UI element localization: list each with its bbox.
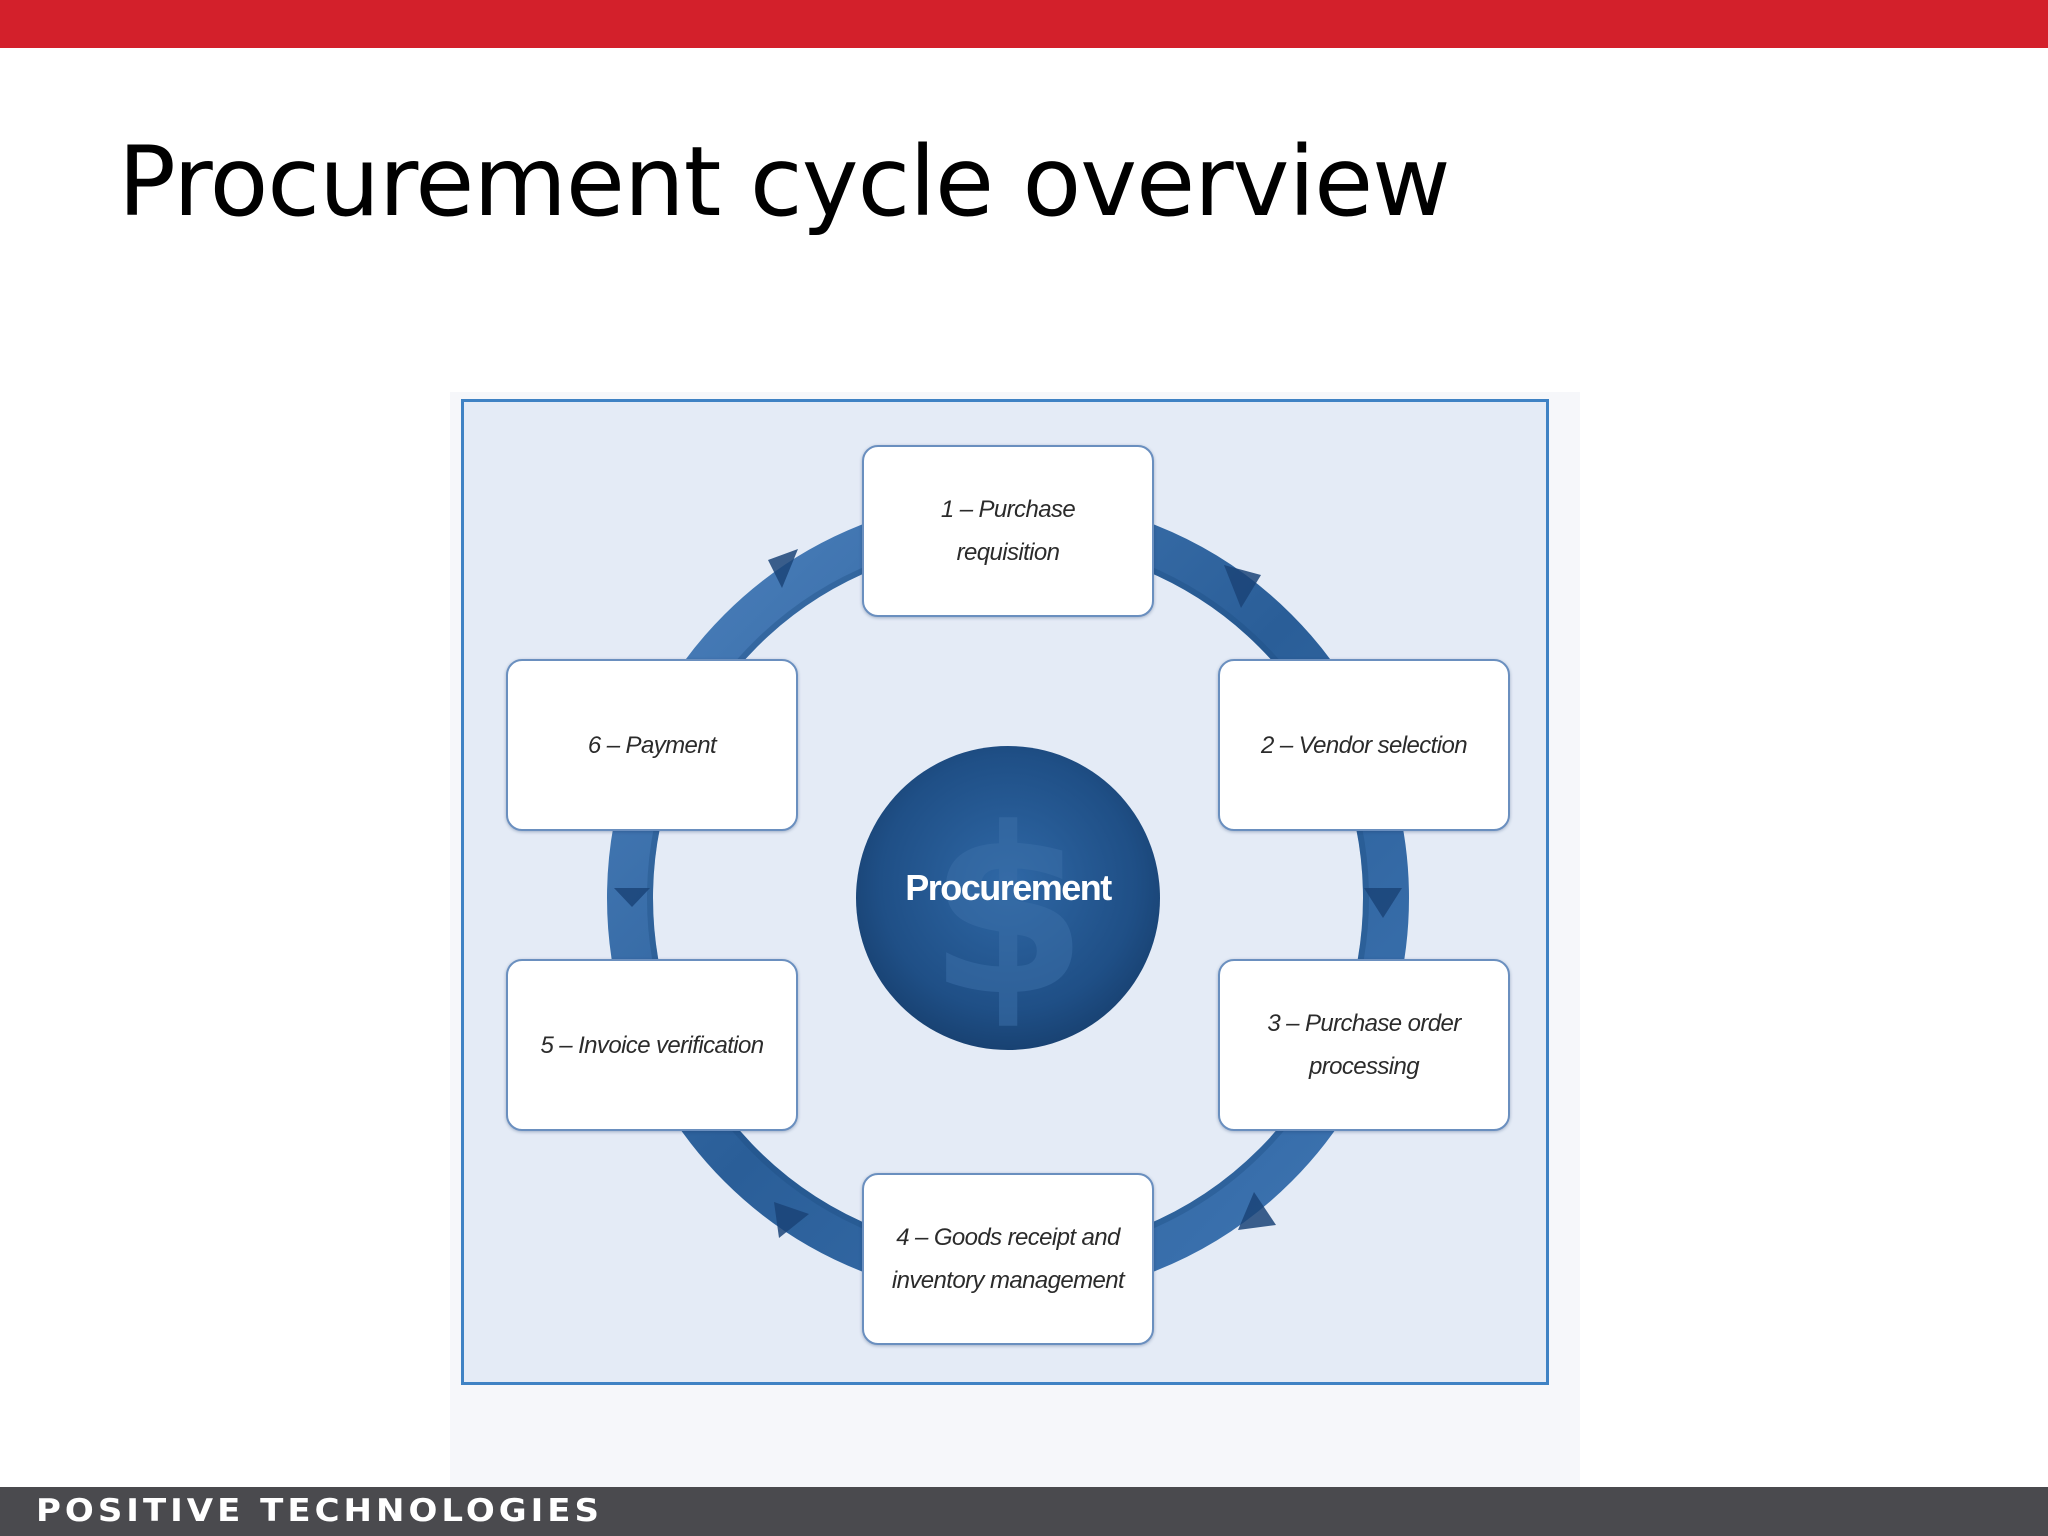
arrow-marker [1224,565,1261,608]
arrow-marker [768,549,798,588]
step-invoice-verification: 5 – Invoice verification [506,959,798,1131]
step-label: 2 – Vendor selection [1261,731,1468,759]
step-payment: 6 – Payment [506,659,798,831]
footer-bar: POSITIVE TECHNOLOGIES [0,1487,2048,1536]
dollar-sign-icon: $ [928,780,1088,1047]
arrow-marker [614,888,650,907]
top-accent-bar [0,0,2048,48]
procurement-cycle-diagram: $ Procurement 1 – Purchase requisition 2… [461,399,1549,1385]
slide-title: Procurement cycle overview [118,126,1451,238]
arrow-marker [1238,1192,1276,1230]
step-goods-receipt: 4 – Goods receipt and inventory manageme… [862,1173,1154,1345]
arrow-marker [774,1202,809,1238]
arrow-marker [1364,888,1402,918]
step-label: 1 – Purchase requisition [940,496,1076,566]
step-label: 3 – Purchase order processing [1267,1010,1461,1080]
brand-logo-text: POSITIVE TECHNOLOGIES [36,1492,603,1530]
step-purchase-requisition: 1 – Purchase requisition [862,445,1154,617]
step-label: 6 – Payment [587,731,717,759]
hub-circle [856,746,1160,1050]
step-purchase-order-processing: 3 – Purchase order processing [1218,959,1510,1131]
hub-label: Procurement [905,867,1112,908]
ring-arrows [614,549,1402,1238]
step-label: 4 – Goods receipt and inventory manageme… [891,1224,1125,1294]
step-vendor-selection: 2 – Vendor selection [1218,659,1510,831]
step-label: 5 – Invoice verification [540,1031,764,1059]
